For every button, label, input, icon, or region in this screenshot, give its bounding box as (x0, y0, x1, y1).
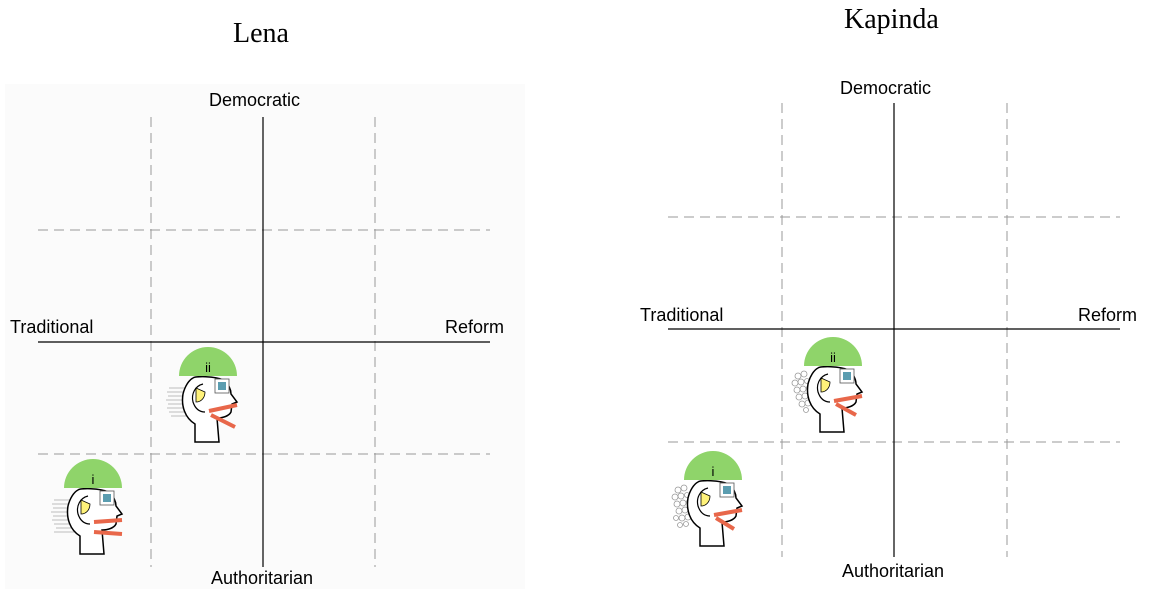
head-label: i (92, 472, 95, 487)
face-arc (76, 495, 91, 525)
mouth-bars (93, 518, 123, 536)
face-arc (191, 383, 206, 413)
axis-label-right: Reform (445, 317, 505, 337)
axis-label-bottom: Authoritarian (211, 568, 314, 588)
quadrant-grid (668, 103, 1120, 557)
helmet (179, 347, 237, 376)
helmet (684, 451, 742, 480)
head-figure: i (51, 459, 124, 555)
eye-shape (80, 499, 91, 515)
head-figure: ii (166, 347, 239, 443)
square-fill (103, 494, 111, 502)
panel-lena: Lena Democratic Authoritarian Traditiona… (0, 0, 560, 589)
square-fill (218, 382, 226, 390)
eye-shape (195, 387, 206, 403)
axis-label-top: Democratic (209, 90, 301, 110)
square-fill (723, 486, 731, 494)
panel-title: Lena (233, 18, 289, 49)
face-arc (816, 373, 831, 403)
axis-label-bottom: Authoritarian (842, 561, 945, 581)
mouth-bars (208, 403, 238, 429)
axis-label-left: Traditional (10, 317, 94, 337)
head-label: ii (830, 350, 836, 365)
panel-title: Kapinda (844, 4, 939, 35)
axis-label-top: Democratic (840, 78, 932, 98)
square-fill (843, 372, 851, 380)
helmet (64, 459, 122, 488)
head-figure: i (671, 451, 744, 547)
mouth-bars (833, 394, 863, 417)
face-arc (696, 487, 711, 517)
mouth-bars (713, 508, 743, 531)
head-label: ii (205, 360, 211, 375)
eye-shape (820, 377, 831, 393)
head-label: i (712, 464, 715, 479)
helmet (804, 337, 862, 366)
axis-label-left: Traditional (640, 305, 724, 325)
head-figure: ii (791, 337, 864, 433)
axis-label-right: Reform (1078, 305, 1138, 325)
eye-shape (700, 491, 711, 507)
quadrant-grid (38, 117, 490, 567)
panel-kapinda: Kapinda Democratic Authoritarian Traditi… (600, 0, 1152, 589)
